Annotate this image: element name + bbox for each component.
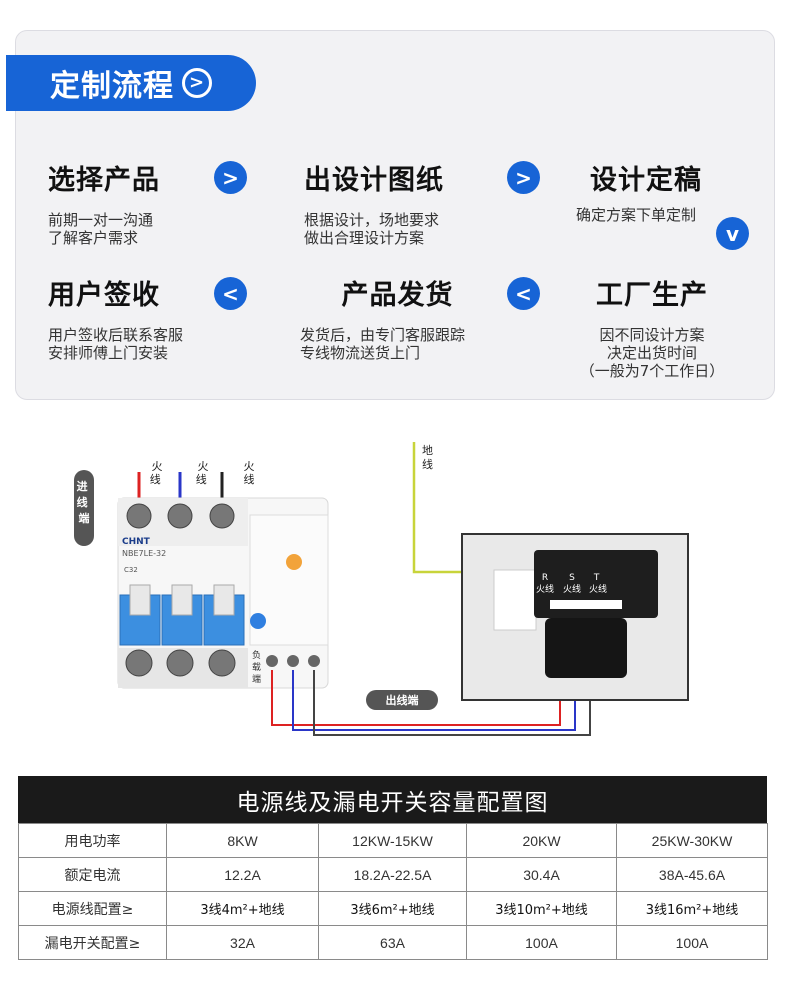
row-label: 额定电流 (18, 857, 167, 892)
step-description: 根据设计，场地要求 做出合理设计方案 (304, 211, 444, 247)
ground-wire-label: 地线 (422, 444, 433, 471)
arrow-down-icon: v (716, 217, 749, 250)
table-cell: 63A (318, 925, 467, 960)
step-description-line: 决定出货时间 (606, 344, 697, 362)
table-cell: 32A (166, 925, 319, 960)
step-description-line: 做出合理设计方案 (304, 229, 425, 247)
capacity-config-table: 电源线及漏电开关容量配置图 用电功率 8KW 12KW-15KW 20KW 25… (18, 776, 768, 960)
step-design-drawing: 出设计图纸 根据设计，场地要求 做出合理设计方案 (304, 158, 444, 247)
table-cell: 3线4m²+地线 (166, 891, 319, 926)
table-title: 电源线及漏电开关容量配置图 (18, 776, 767, 823)
table-cell: 18.2A-22.5A (318, 857, 467, 892)
custom-process-title: 定制流程 > (6, 55, 256, 111)
step-finalize-description: 确定方案下单定制 (576, 192, 696, 224)
step-description-line: 根据设计，场地要求 (304, 211, 440, 229)
output-terminal-label: 出线端 (366, 690, 438, 710)
step-description: 用户签收后联系客服 安排师傅上门安装 (48, 326, 183, 362)
arrow-right-icon: > (214, 161, 247, 194)
step-title: 工厂生产 (596, 280, 708, 311)
input-terminal-label: 进 线 端 (74, 470, 94, 546)
table-cell: 3线10m²+地线 (466, 891, 617, 926)
table-cell: 8KW (166, 823, 319, 858)
breaker-rating: C32 (124, 566, 138, 574)
step-description-line: （一般为7个工作日） (579, 362, 725, 380)
step-user-signoff: 用户签收 用户签收后联系客服 安排师傅上门安装 (48, 273, 183, 362)
step-factory-production: 工厂生产 因不同设计方案 决定出货时间 （一般为7个工作日） (572, 273, 732, 380)
arrow-right-icon: > (507, 161, 540, 194)
table-row: 用电功率 8KW 12KW-15KW 20KW 25KW-30KW (18, 823, 768, 858)
table-cell: 30.4A (466, 857, 617, 892)
step-description-line: 用户签收后联系客服 (48, 326, 184, 344)
row-label: 用电功率 (18, 823, 167, 858)
fire-wire-labels: 火线 火线 火线 (150, 460, 255, 486)
svg-text:进 线 端: 进 线 端 (77, 479, 92, 525)
table-row: 电源线配置≥ 3线4m²+地线 3线6m²+地线 3线10m²+地线 3线16m… (18, 891, 768, 926)
leakage-breaker: CHNT NBE7LE-32 C32 负载端 (117, 497, 329, 689)
arrow-left-icon: < (214, 277, 247, 310)
step-description: 因不同设计方案 决定出货时间 （一般为7个工作日） (572, 326, 732, 380)
step-finalize-design: 设计定稿 (590, 158, 702, 197)
config-table-grid: 用电功率 8KW 12KW-15KW 20KW 25KW-30KW 额定电流 1… (18, 823, 768, 960)
step-title: 选择产品 (48, 165, 160, 196)
step-title: 用户签收 (48, 280, 160, 311)
table-cell: 12.2A (166, 857, 319, 892)
table-cell: 38A-45.6A (616, 857, 768, 892)
breaker-model: NBE7LE-32 (122, 549, 166, 558)
table-cell: 25KW-30KW (616, 823, 768, 858)
step-select-product: 选择产品 前期一对一沟通 了解客户需求 (48, 158, 160, 247)
input-label-char-3: 端 (79, 511, 90, 525)
table-cell: 100A (616, 925, 768, 960)
step-description-line: 确定方案下单定制 (576, 206, 697, 224)
step-description: 确定方案下单定制 (576, 206, 696, 224)
table-cell: 3线16m²+地线 (616, 891, 768, 926)
table-row: 额定电流 12.2A 18.2A-22.5A 30.4A 38A-45.6A (18, 857, 768, 892)
table-cell: 20KW (466, 823, 617, 858)
row-label: 漏电开关配置≥ (18, 925, 167, 960)
step-description-line: 安排师傅上门安装 (48, 344, 169, 362)
custom-process-title-text: 定制流程 (50, 69, 174, 104)
step-title: 设计定稿 (590, 165, 702, 196)
input-label-char-2: 线 (77, 495, 88, 509)
step-product-shipping: 产品发货 发货后，由专门客服跟踪 专线物流送货上门 (300, 273, 495, 362)
svg-text:出线端: 出线端 (386, 693, 419, 707)
table-row: 漏电开关配置≥ 32A 63A 100A 100A (18, 925, 768, 960)
step-description-line: 了解客户需求 (48, 229, 139, 247)
step-description-line: 专线物流送货上门 (300, 344, 421, 362)
breaker-brand: CHNT (122, 537, 151, 547)
step-description-line: 因不同设计方案 (599, 326, 705, 344)
step-title: 产品发货 (341, 280, 454, 311)
input-label-char-1: 进 (77, 479, 88, 493)
step-description: 发货后，由专门客服跟踪 专线物流送货上门 (300, 326, 495, 362)
wiring-diagram: 进 线 端 火线 火线 火线 CHNT NBE7LE-32 C32 (74, 442, 689, 736)
table-cell: 100A (466, 925, 617, 960)
table-cell: 3线6m²+地线 (318, 891, 467, 926)
table-cell: 12KW-15KW (318, 823, 467, 858)
load-end-label: 负载端 (252, 649, 261, 685)
arrow-left-icon: < (507, 277, 540, 310)
step-description: 前期一对一沟通 了解客户需求 (48, 211, 160, 247)
step-title: 出设计图纸 (304, 165, 444, 196)
row-label: 电源线配置≥ (18, 891, 167, 926)
step-description-line: 前期一对一沟通 (48, 211, 154, 229)
step-description-line: 发货后，由专门客服跟踪 (300, 326, 466, 344)
circle-arrow-icon: > (182, 68, 212, 98)
